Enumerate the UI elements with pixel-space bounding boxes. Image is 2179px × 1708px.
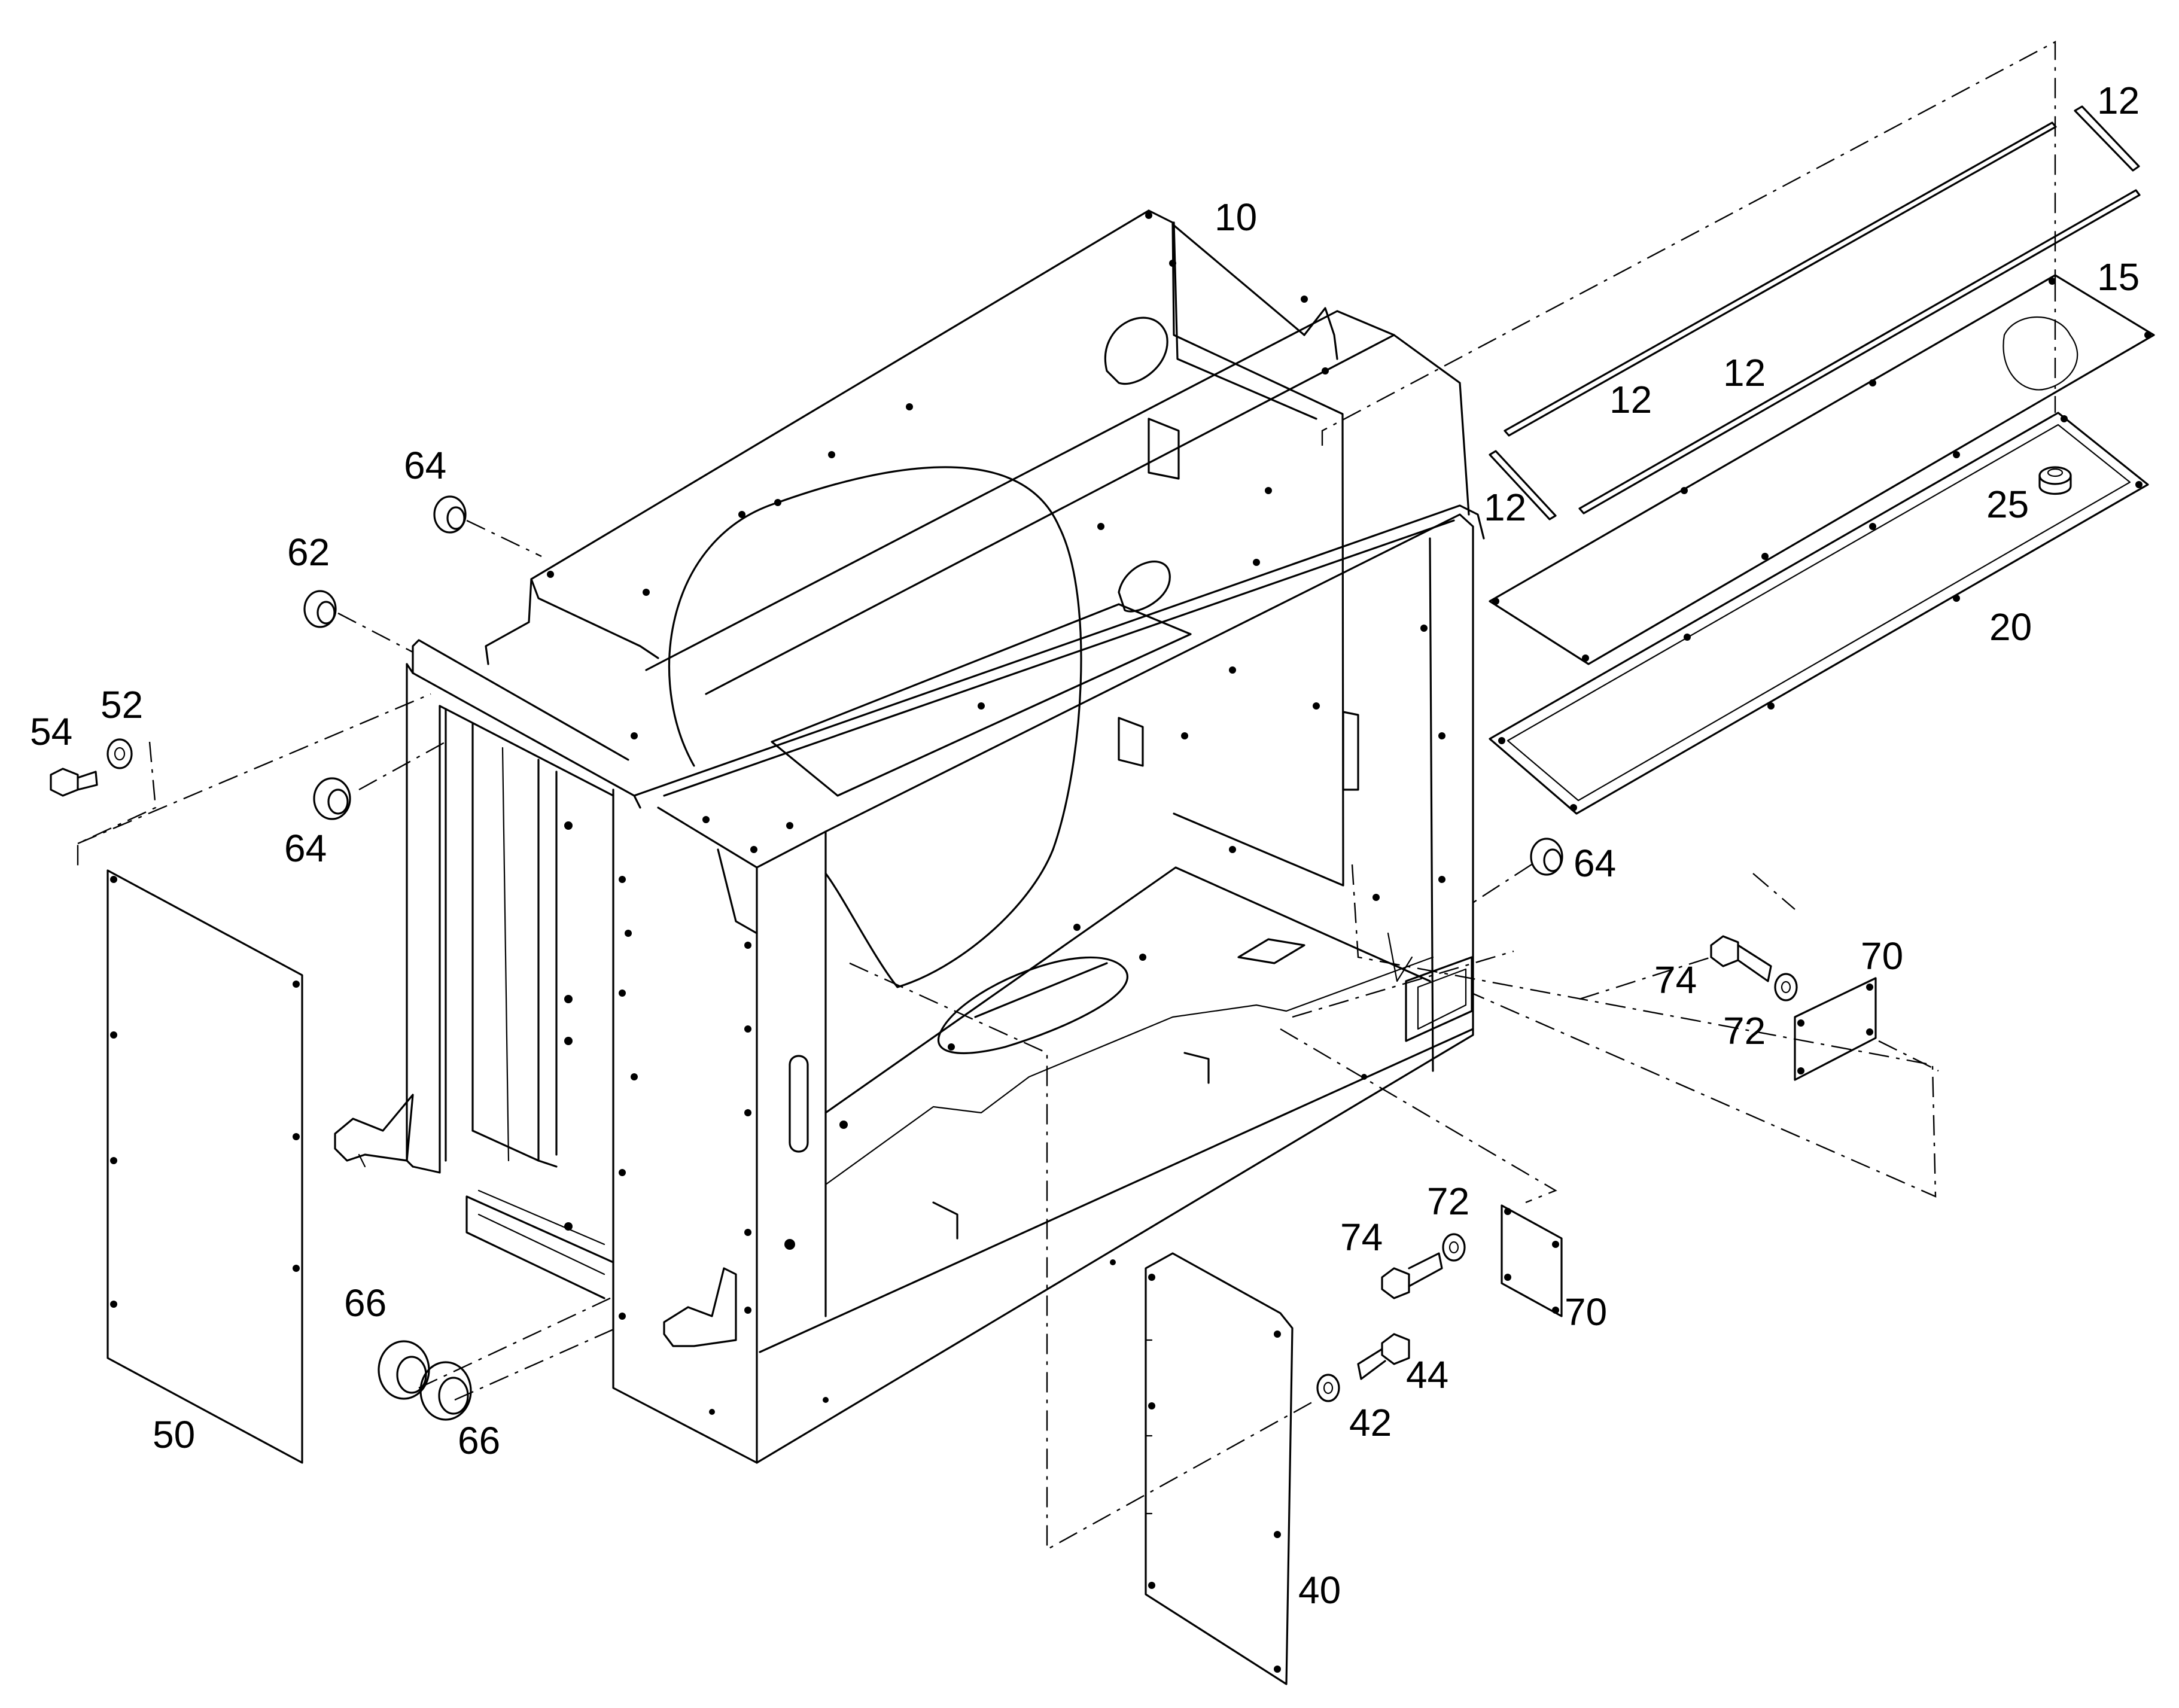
assembly-lines bbox=[77, 41, 2056, 1551]
callout-66-upper: 66 bbox=[344, 1281, 387, 1325]
panel-part-40 bbox=[1145, 1252, 1294, 1685]
washer-part-72-lower bbox=[1442, 1233, 1466, 1262]
cover-part-15 bbox=[1489, 274, 2155, 665]
callout-64-top: 64 bbox=[404, 444, 446, 487]
callout-labels: 10 12 12 12 12 15 25 20 64 62 54 52 64 6… bbox=[30, 79, 2140, 1612]
bolt-part-54 bbox=[50, 768, 98, 797]
callout-15: 15 bbox=[2097, 255, 2140, 299]
plug-part-25 bbox=[2038, 466, 2072, 495]
grommet-part-66-back bbox=[419, 1361, 472, 1421]
callout-74-lower: 74 bbox=[1340, 1216, 1383, 1259]
callout-52: 52 bbox=[101, 683, 143, 726]
panel-part-50 bbox=[106, 869, 303, 1464]
grommet-part-62 bbox=[303, 590, 337, 628]
plate-part-70-upper bbox=[1794, 977, 1877, 1081]
callout-62: 62 bbox=[287, 531, 330, 574]
housing-holes bbox=[547, 212, 1445, 1415]
callout-74-upper: 74 bbox=[1654, 958, 1697, 1001]
washer-part-72-upper bbox=[1774, 973, 1798, 1001]
callout-64-right: 64 bbox=[1574, 842, 1616, 885]
callout-25: 25 bbox=[1986, 483, 2029, 526]
bolt-part-74-upper bbox=[1710, 935, 1772, 982]
callout-12-top: 12 bbox=[2097, 79, 2140, 122]
grommet-part-64-top bbox=[433, 495, 467, 534]
strip-part-12 bbox=[1489, 105, 2141, 520]
callout-70-upper: 70 bbox=[1861, 934, 1903, 978]
washer-part-52 bbox=[106, 738, 133, 769]
callout-50: 50 bbox=[153, 1413, 195, 1456]
callout-10: 10 bbox=[1215, 196, 1257, 239]
callout-70-lower: 70 bbox=[1565, 1290, 1607, 1333]
callout-40: 40 bbox=[1298, 1569, 1341, 1612]
bolt-part-74-lower bbox=[1381, 1252, 1443, 1299]
callout-12-left: 12 bbox=[1609, 378, 1652, 421]
housing-part-10 bbox=[334, 209, 1485, 1464]
bolt-part-44 bbox=[1357, 1333, 1410, 1380]
callout-42: 42 bbox=[1349, 1401, 1392, 1444]
callout-12-bottom: 12 bbox=[1484, 486, 1526, 529]
callout-54: 54 bbox=[30, 710, 72, 753]
callout-12-middle: 12 bbox=[1723, 351, 1766, 394]
callout-66-lower: 66 bbox=[458, 1419, 500, 1462]
grommet-part-64-right bbox=[1530, 838, 1563, 876]
callout-64-left: 64 bbox=[284, 827, 327, 870]
callout-72-upper: 72 bbox=[1723, 1009, 1766, 1052]
plate-part-70-lower bbox=[1501, 1204, 1563, 1317]
gasket-part-20 bbox=[1489, 412, 2149, 815]
grommet-part-64-left bbox=[313, 777, 351, 820]
washer-part-42 bbox=[1316, 1374, 1340, 1402]
callout-44: 44 bbox=[1406, 1353, 1448, 1396]
callout-20: 20 bbox=[1989, 605, 2032, 649]
callout-72-lower: 72 bbox=[1427, 1180, 1469, 1223]
